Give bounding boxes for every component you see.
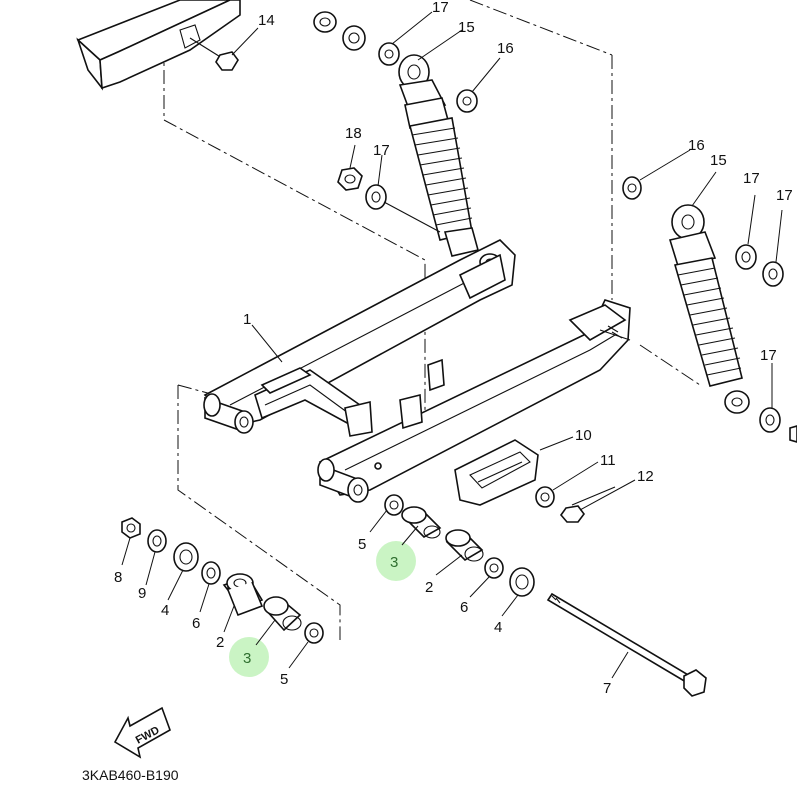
diagram-code: 3KAB460-B190 — [82, 767, 179, 783]
label-p12: 12 — [637, 468, 654, 485]
swingarm — [203, 239, 631, 503]
label-p7: 7 — [603, 680, 611, 697]
right-washers — [622, 176, 797, 443]
label-p2-left: 2 — [216, 634, 224, 651]
label-p16-top: 16 — [497, 40, 514, 57]
label-p4-right: 4 — [494, 619, 502, 636]
shock-absorber-right — [668, 204, 750, 414]
label-p17-mid: 17 — [373, 142, 390, 159]
label-p11: 11 — [600, 452, 616, 469]
label-p5-left: 5 — [280, 671, 288, 688]
label-p4-left: 4 — [161, 602, 169, 619]
label-p17-right-a: 17 — [743, 170, 760, 187]
collar-11-bolt-12 — [535, 486, 616, 523]
shock-absorber-left — [398, 54, 479, 257]
label-p5-right: 5 — [358, 536, 366, 553]
label-p3-right: 3 — [390, 554, 398, 571]
chain-guide-10 — [454, 439, 539, 506]
label-p1: 1 — [243, 311, 251, 328]
bolt-14 — [189, 37, 239, 71]
label-p3-left: 3 — [243, 650, 251, 667]
label-p2-right: 2 — [425, 579, 433, 596]
label-p17-right-b: 17 — [776, 187, 793, 204]
label-p16-right: 16 — [688, 137, 705, 154]
label-p6-left: 6 — [192, 615, 200, 632]
label-p14: 14 — [258, 12, 275, 29]
label-p6-right: 6 — [460, 599, 468, 616]
left-bushing-stack — [121, 517, 324, 644]
right-bushing-stack — [384, 494, 535, 597]
highlight-circle — [229, 637, 269, 677]
label-p18: 18 — [345, 125, 362, 142]
label-p15-right: 15 — [710, 152, 727, 169]
part-labels: 14 17 15 16 18 17 16 15 17 17 17 1 10 11… — [114, 0, 793, 697]
fwd-arrow: FWD — [113, 706, 171, 759]
top-hardware — [313, 11, 478, 113]
label-p10: 10 — [575, 427, 592, 444]
label-p15-top: 15 — [458, 19, 475, 36]
label-p8: 8 — [114, 569, 122, 586]
leader-lines — [121, 11, 783, 679]
label-p9: 9 — [138, 585, 146, 602]
nut-18-washer-17 — [337, 167, 441, 233]
frame-section — [76, 0, 241, 91]
pivot-shaft-7 — [546, 592, 707, 697]
highlight-marks — [229, 541, 416, 677]
highlight-circle — [376, 541, 416, 581]
label-p17-right-c: 17 — [760, 347, 777, 364]
label-p17-top: 17 — [432, 0, 449, 16]
